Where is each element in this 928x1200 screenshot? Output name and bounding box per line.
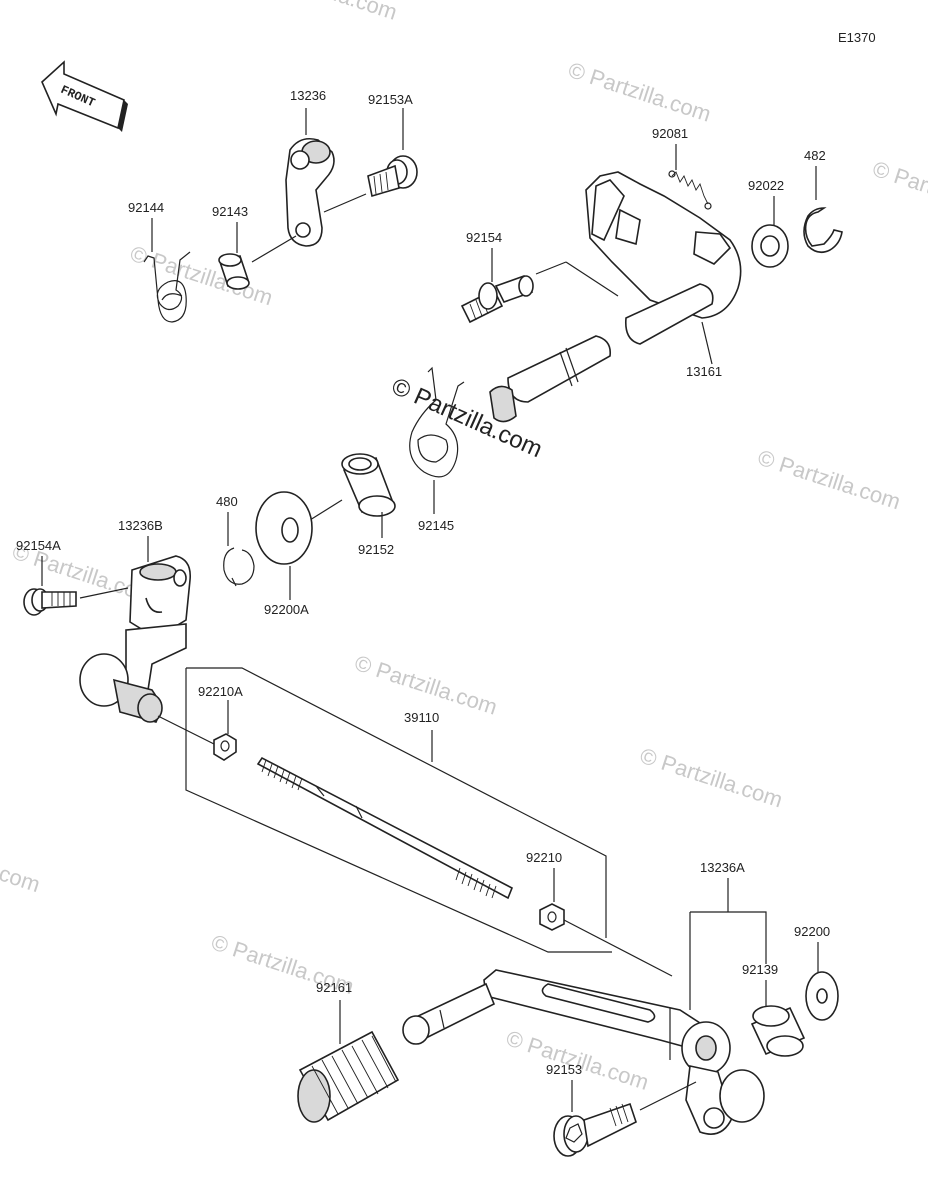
label-92153A: 92153A	[368, 92, 413, 107]
part-92144-spring	[143, 251, 191, 323]
watermark: © Partzilla.com	[870, 156, 928, 226]
part-92139-collar	[750, 1005, 806, 1057]
watermark: © Partzilla.com	[0, 828, 43, 898]
watermark: © Partzilla.com	[503, 1025, 652, 1095]
part-92153-bolt	[553, 1102, 637, 1157]
part-92152-collar	[341, 453, 396, 517]
label-92139: 92139	[742, 962, 778, 977]
label-92022: 92022	[748, 178, 784, 193]
part-480-circlip	[223, 547, 255, 587]
part-92145-spring	[409, 366, 465, 478]
label-92161: 92161	[316, 980, 352, 995]
part-92081-spring	[668, 170, 712, 210]
rod-bracket	[185, 667, 612, 953]
label-92154: 92154	[466, 230, 502, 245]
front-arrow-icon: FRONT	[41, 60, 128, 132]
label-92144: 92144	[128, 200, 164, 215]
part-92200-washer	[805, 971, 839, 1021]
part-92022-washer	[751, 224, 789, 268]
part-13236B-arm	[79, 555, 192, 723]
label-92152: 92152	[358, 542, 394, 557]
label-92210A: 92210A	[198, 684, 243, 699]
watermark: © Partzilla.com	[755, 445, 904, 515]
label-92145: 92145	[418, 518, 454, 533]
label-92200A: 92200A	[264, 602, 309, 617]
part-39110-rod	[256, 756, 514, 900]
part-482-clip	[803, 207, 843, 254]
part-13161-shift-shaft	[489, 171, 742, 423]
label-480: 480	[216, 494, 238, 509]
part-92153A-bolt	[367, 155, 418, 198]
label-92143: 92143	[212, 204, 248, 219]
label-92081: 92081	[652, 126, 688, 141]
part-92154-bolt	[460, 275, 534, 324]
label-92154A: 92154A	[16, 538, 61, 553]
part-92210A-nut	[213, 733, 237, 761]
label-13236: 13236	[290, 88, 326, 103]
part-92143-collar	[218, 253, 250, 290]
part-13236-arm	[285, 137, 335, 247]
label-13161: 13161	[686, 364, 722, 379]
watermark-layer: © Partzilla.com © Partzilla.com © Partzi…	[0, 0, 928, 1095]
bracket-13236A	[689, 878, 767, 1010]
part-92200A-washer	[255, 491, 313, 565]
label-39110: 39110	[404, 710, 439, 725]
label-92210: 92210	[526, 850, 562, 865]
part-92161-rubber	[297, 1030, 400, 1123]
part-shift-pedal	[483, 969, 765, 1135]
label-92200: 92200	[794, 924, 830, 939]
part-92154A-bolt	[23, 588, 77, 616]
watermark: © Partzilla.com	[637, 743, 786, 813]
label-482: 482	[804, 148, 826, 163]
watermark: © Partzilla.com	[127, 241, 276, 311]
part-pedal-pin	[402, 982, 496, 1045]
watermark: © Partzilla.com	[565, 57, 714, 127]
part-92210-nut	[539, 903, 565, 931]
watermark: © Partzilla.com	[252, 0, 401, 25]
label-13236B: 13236B	[118, 518, 163, 533]
label-13236A: 13236A	[700, 860, 745, 875]
diagram-code: E1370	[838, 30, 876, 45]
label-92153: 92153	[546, 1062, 582, 1077]
